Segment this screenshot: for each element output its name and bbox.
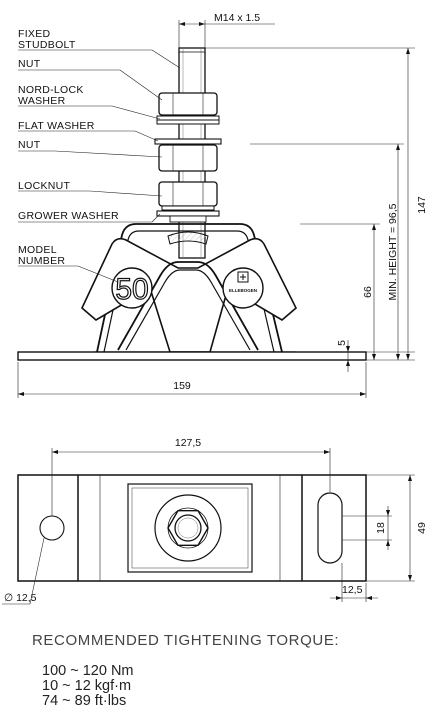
label-locknut: LOCKNUT (18, 180, 71, 192)
torque-value-nm: 100 ~ 120 Nm (42, 663, 134, 679)
thread-dimension (178, 20, 275, 48)
top-view: 127,5 18 49 ∅ 12,5 12, (2, 437, 428, 605)
second-nut (158, 144, 218, 172)
label-nut-second: NUT (18, 139, 41, 151)
top-stud (174, 514, 202, 542)
torque-values: 100 ~ 120 Nm 10 ~ 12 kgf·m 74 ~ 89 ft·lb… (42, 664, 134, 709)
mounting-hole-left (39, 515, 65, 541)
dim-total-height: 147 (416, 196, 428, 214)
height-dimensions (205, 47, 415, 372)
label-fixed-stud-2: STUDBOLT (18, 39, 76, 51)
brand-badge: ELLEBOGEN (222, 267, 264, 309)
locknut (158, 181, 218, 211)
dim-slot-width: 18 (375, 522, 387, 534)
torque-title: RECOMMENDED TIGHTENING TORQUE: (32, 632, 340, 649)
label-flat-washer: FLAT WASHER (18, 120, 95, 132)
model-number-badge: 50 (111, 267, 153, 309)
label-nord-lock-1: NORD-LOCK (18, 84, 84, 96)
dim-body-height: 66 (362, 286, 374, 298)
hole-spacing-dimension (51, 448, 331, 516)
slot-width-dimension (342, 506, 392, 550)
nord-lock-washer (156, 115, 220, 125)
torque-value-ftlbs: 74 ~ 89 ft·lbs (42, 693, 127, 709)
dim-min-height: MIN. HEIGHT = 96,5 (387, 203, 399, 300)
base-plate (17, 351, 367, 361)
slot-offset-dimension (330, 563, 378, 602)
dim-hole-diameter: ∅ 12,5 (4, 592, 37, 604)
hole-diameter-leader (2, 537, 45, 605)
brand-text: ELLEBOGEN (229, 288, 257, 293)
label-grower-washer: GROWER WASHER (18, 210, 119, 222)
label-nord-lock-2: WASHER (18, 95, 66, 107)
label-model-2: NUMBER (18, 255, 65, 267)
dim-depth: 49 (416, 522, 428, 534)
label-fixed-stud-1: FIXED (18, 28, 51, 40)
mounting-slot-right (317, 492, 343, 564)
top-nut (158, 92, 218, 116)
dim-slot-offset: 12,5 (342, 584, 363, 596)
dim-thread: M14 x 1.5 (214, 12, 260, 24)
grower-washer (156, 210, 220, 217)
label-nut-top: NUT (18, 58, 41, 70)
depth-dimension (366, 474, 415, 582)
label-model-1: MODEL (18, 244, 57, 256)
leader-lines (18, 49, 181, 283)
dim-hole-spacing: 127,5 (175, 437, 201, 449)
model-number-text: 50 (115, 273, 148, 306)
width-dimension (17, 362, 367, 398)
side-view: 50 ELLEBOGEN FIXED STUDBOLT NUT NORD-LOC… (17, 12, 428, 398)
dim-base-thickness: 5 (336, 340, 348, 346)
flat-washer (154, 138, 222, 145)
dim-width: 159 (173, 380, 191, 392)
torque-value-kgfm: 10 ~ 12 kgf·m (42, 678, 132, 694)
